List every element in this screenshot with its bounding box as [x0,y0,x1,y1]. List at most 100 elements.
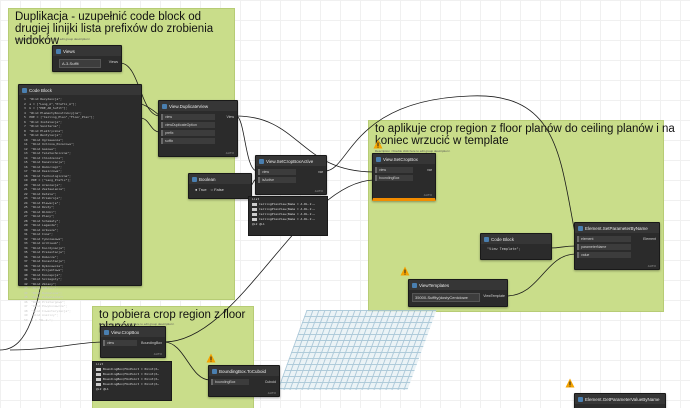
code-line: 37 "Wind Konsultacje"; [24,259,66,263]
list-header: List [96,362,104,366]
input-port-value[interactable]: value [577,252,631,258]
node-icon [376,156,381,162]
get-parameter-node[interactable]: Element.GetParameterValueByName [574,393,666,408]
lacing-label: AUTO [267,391,276,395]
list-item: CeilingPlanView(Name = A-RL-2-… [249,217,327,222]
input-port-parameter-name[interactable]: parameterName [577,244,631,250]
crop-box-node[interactable]: View.CropBox view BoundingBox AUTO [100,326,166,358]
output-port[interactable]: Views [108,60,118,64]
list-footer: @L2 @L1 [252,222,265,226]
list-item-text: CeilingPlanView(Name = A-RL-2-… [259,217,315,221]
node-header: View.SetCropBoxActive [256,156,326,166]
code-line: 17 "Wind Deszczowa"; [24,169,62,173]
group-title: Duplikacja - uzupełnić code block od dru… [15,11,214,47]
output-port[interactable]: BoundingBox [141,341,162,345]
list-item: CeilingPlanView(Name = A-RL-2-… [249,212,327,217]
node-header: View.DuplicateView [159,101,237,111]
list-header: List [252,197,260,201]
warning-icon[interactable] [400,266,410,276]
node-icon [56,48,61,54]
node-title: Element.SetParameterByName [585,225,648,231]
input-port-prefix[interactable]: prefix [161,130,215,136]
output-port[interactable]: ViewTemplate [483,294,505,298]
lacing-label: AUTO [314,189,323,193]
wire-cropbox-to-cuboid[interactable] [163,341,211,381]
node-title: Boolean [199,176,216,182]
output-port[interactable]: var [318,170,323,174]
view-templates-dropdown[interactable]: 35000-Suffity(dostyCeniclowe [412,293,480,302]
warning-icon[interactable] [373,139,383,149]
code-block-template-node[interactable]: Code Block "View Template"; [480,233,552,260]
output-port[interactable]: View [226,115,234,119]
set-crop-box-node[interactable]: View.SetCropBox view boundingBox var AUT… [372,153,436,201]
code-line: 25 "Wind Rzuty"; [24,205,55,209]
input-port-bounding-box[interactable]: boundingBox [375,175,413,181]
views-dropdown[interactable]: A-3-Suffit [59,59,101,68]
node-header: Boolean [189,174,251,184]
list-item: CeilingPlanView(Name = A-RL-2-… [249,202,327,207]
group-crop-apply[interactable]: to aplikuje crop region z floor planów d… [368,120,675,312]
output-port[interactable]: var [427,168,432,172]
wire-duplicate-to-setcropbox[interactable] [235,115,375,173]
warning-icon[interactable] [565,378,575,388]
code-block-editor[interactable]: 1 "Wind Rezydencja";2 a = ["Lang_A","Pre… [24,97,123,322]
code-line: 28 "Wind Schematy"; [24,218,61,223]
radio-true[interactable]: ● True [195,187,207,192]
lacing-label: AUTO [225,151,234,155]
node-icon [259,158,264,164]
code-line: 31 "Wind Inne"; [24,232,53,236]
list-index [96,368,101,371]
view-templates-node[interactable]: ViewTemplates 35000-Suffity(dostyCeniclo… [408,279,508,307]
code-line: 45 "Wind Pozwolenie"; [24,295,64,299]
input-port-is-active[interactable]: isActive [258,177,296,183]
input-port-suffix[interactable]: suffix [161,138,215,144]
wire-duplicate-to-setcropactive[interactable] [235,115,258,172]
code-line: 18 "Wind Technologiczne"; [24,173,71,178]
code-line: 42 "Wind Zmiany"; [24,281,57,286]
code-line: 34 "Wind Koordynacja"; [24,245,66,250]
boolean-node[interactable]: Boolean ● True ○ False [188,173,252,199]
code-line: 16 "Wind Wodociagi"; [24,164,62,169]
node-icon [192,176,197,182]
code-block-editor[interactable]: "View Template"; [487,247,521,251]
node-title: View.SetCropBoxActive [266,158,314,164]
wire-setcropbox-to-element[interactable] [324,95,577,239]
list-index [252,203,257,206]
wire-left-to-cropbox[interactable] [9,341,103,351]
code-line: 9 "Wind Wentylacja"; [24,133,62,137]
input-port-element[interactable]: element [577,236,631,242]
list-item-text: CeilingPlanView(Name = A-RL-2-… [259,212,315,216]
code-line: 5 PRE = ["Ceiling_Plan","Floor_Plan"]; [24,115,95,119]
input-port-view[interactable]: view [161,114,215,120]
input-port-view[interactable]: view [103,340,137,346]
code-line: 41 "Wind Szczegoly"; [24,277,62,281]
output-port[interactable]: Element [643,237,656,241]
node-icon [212,368,217,374]
views-node[interactable]: Views A-3-Suffit Views [52,45,122,72]
set-parameter-node[interactable]: Element.SetParameterByName element param… [574,222,660,270]
node-title: Code Block [491,236,515,242]
input-port-view[interactable]: view [375,167,413,173]
bbox-to-cuboid-node[interactable]: BoundingBox.ToCuboid boundingBox Cuboid … [208,365,280,397]
wire-code-to-prefix[interactable] [139,117,161,133]
input-port-duplicate-option[interactable]: viewDuplicateOption [161,122,215,128]
wire-template-to-value[interactable] [505,253,577,297]
group-title: to aplikuje crop region z floor planów d… [375,123,675,147]
view-duplicate-node[interactable]: View.DuplicateView view viewDuplicateOpt… [158,100,238,157]
list-index [252,213,257,216]
radio-false[interactable]: ○ False [210,187,224,192]
code-block-node[interactable]: Code Block 1 "Wind Rezydencja";2 a = ["L… [18,84,142,322]
input-port-view[interactable]: view [258,169,296,175]
output-port[interactable]: Cuboid [264,380,276,384]
wire-cropbox-to-boundingbox[interactable] [163,179,375,343]
input-port-bounding-box[interactable]: boundingBox [211,379,249,385]
set-crop-box-active-node[interactable]: View.SetCropBoxActive view isActive var … [255,155,327,195]
list-index [96,378,101,381]
wire-code-to-paramname[interactable] [549,245,577,249]
code-line: 23 "Wind Przekroje"; [24,196,62,200]
node-header: Element.SetParameterByName [575,223,659,233]
warning-icon[interactable] [206,353,216,363]
